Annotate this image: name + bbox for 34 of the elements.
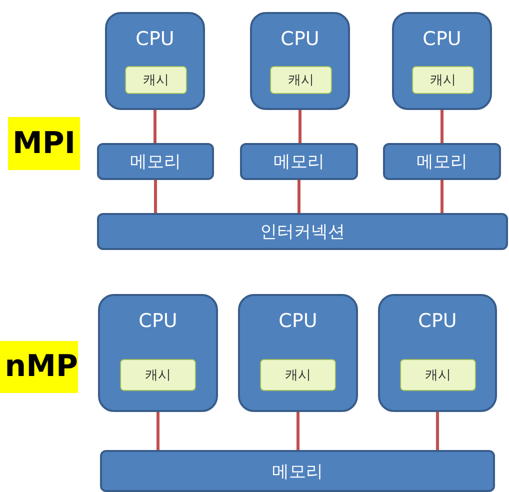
connector-line: [440, 110, 444, 143]
memory-box: 메모리: [240, 143, 358, 180]
cpu-box: [250, 12, 350, 110]
cpu-box: [98, 294, 218, 412]
cache-box: 캐시: [270, 66, 332, 94]
memory-bar: 메모리: [100, 450, 495, 492]
cache-box: 캐시: [412, 66, 474, 94]
connector-line: [440, 180, 444, 213]
cpu-label: CPU: [280, 28, 320, 50]
cache-box: 캐시: [120, 359, 196, 391]
cpu-label: CPU: [422, 28, 462, 50]
cpu-box: [392, 12, 492, 110]
interconnect-bar: 인터커넥션: [97, 213, 508, 250]
cpu-box: [105, 12, 205, 110]
cpu-label: CPU: [136, 28, 174, 50]
connector-line: [156, 412, 160, 450]
memory-box: 메모리: [97, 143, 214, 180]
connector-line: [298, 180, 300, 213]
connector-line: [296, 412, 300, 450]
connector-line: [436, 412, 439, 450]
cpu-label: CPU: [418, 310, 457, 332]
cpu-label: CPU: [278, 310, 318, 332]
connector-line: [154, 180, 157, 213]
cache-box: 캐시: [260, 359, 336, 391]
connector-line: [298, 110, 302, 143]
cpu-label: CPU: [138, 310, 178, 332]
cache-box: 캐시: [125, 66, 187, 94]
memory-box: 메모리: [383, 143, 501, 180]
connector-line: [154, 110, 156, 143]
highlighted-label: MPI: [8, 117, 80, 170]
cpu-box: [378, 294, 497, 412]
cpu-box: [238, 294, 358, 412]
cache-box: 캐시: [400, 359, 476, 391]
highlighted-label: nMP: [0, 341, 78, 393]
